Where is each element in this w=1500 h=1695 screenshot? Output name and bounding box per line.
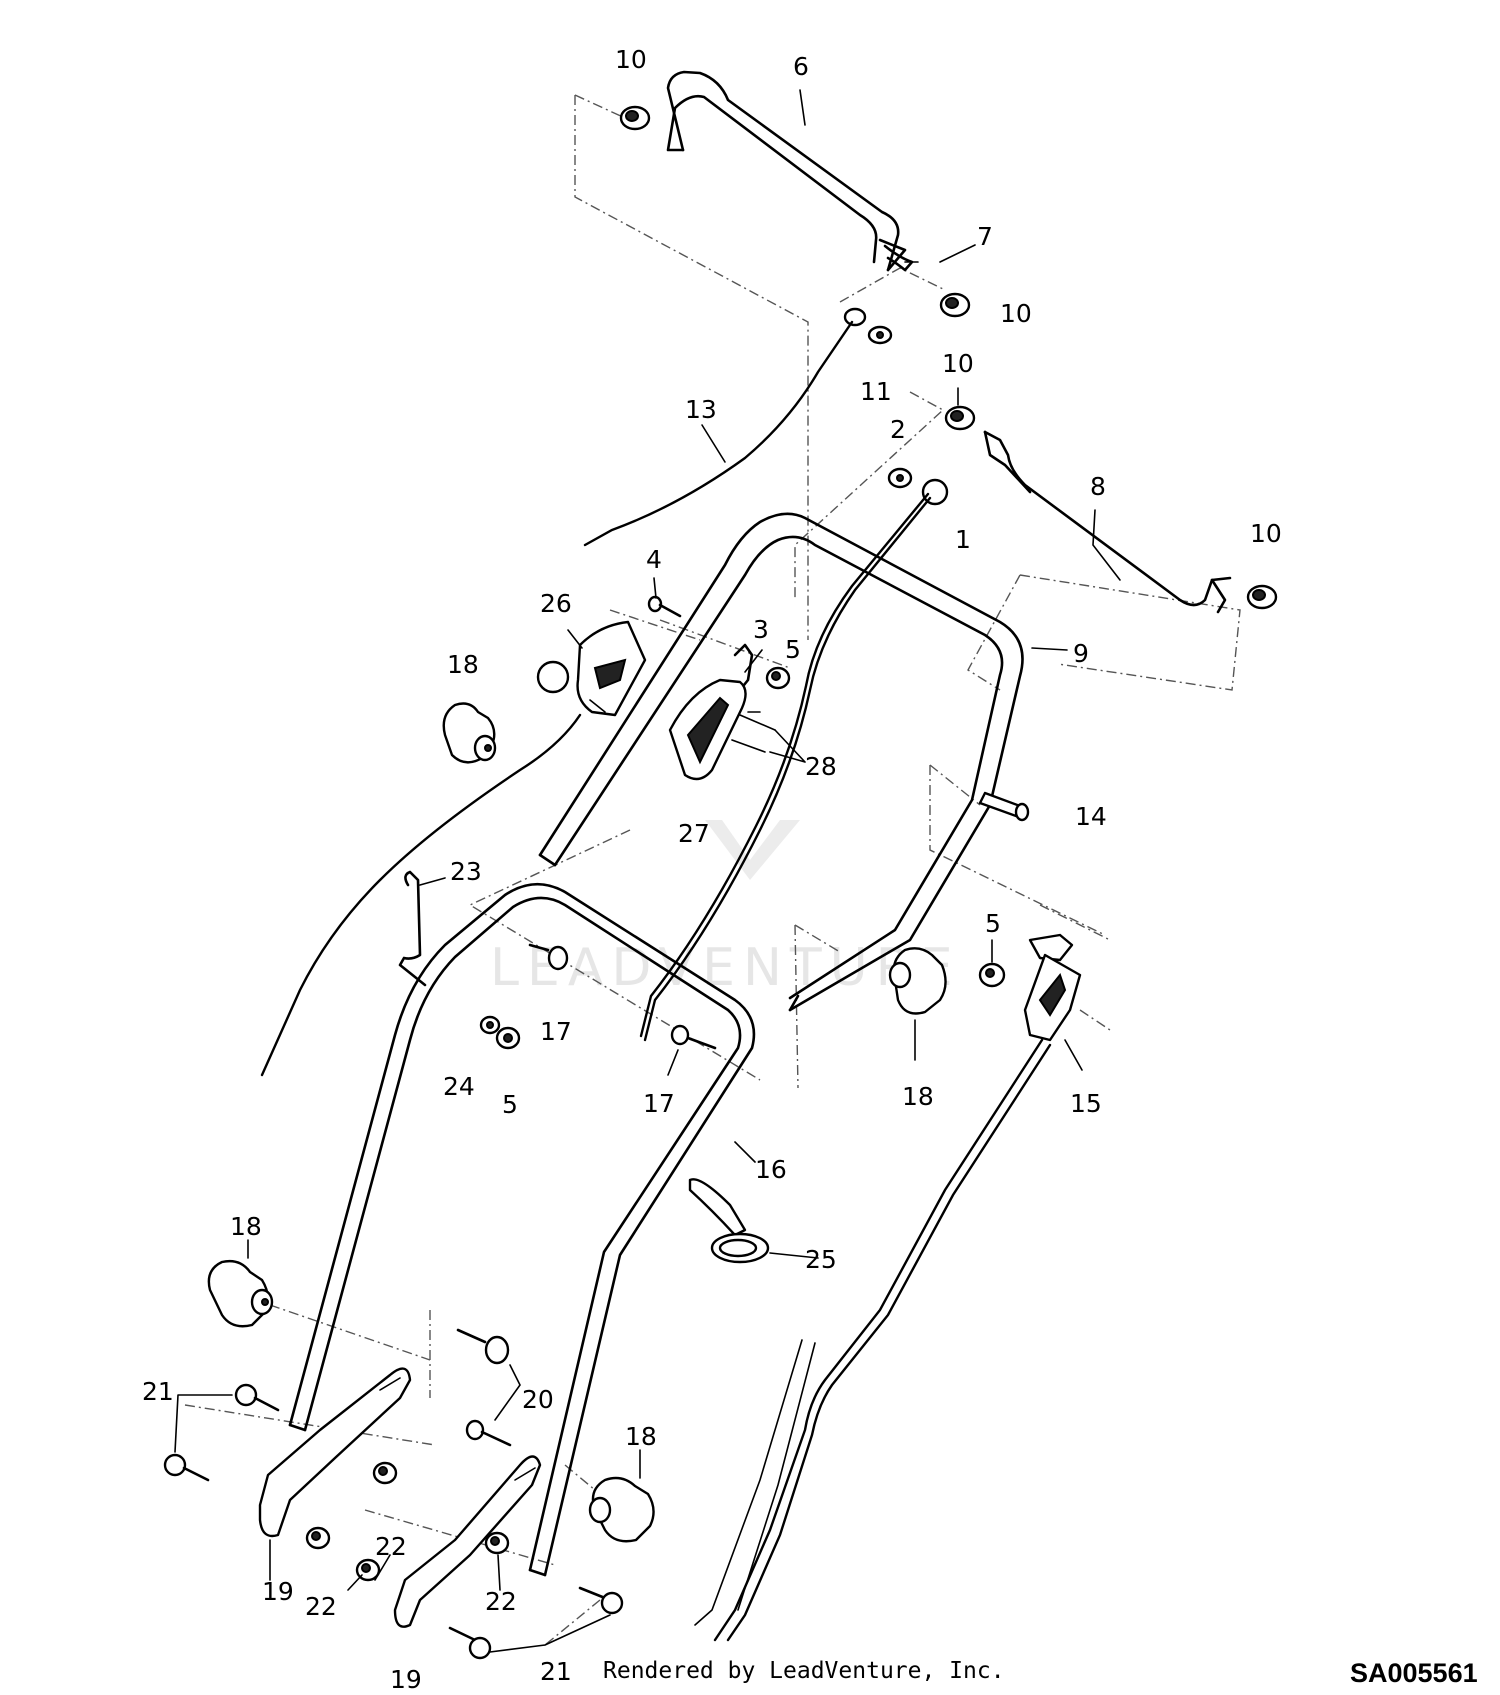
carriage-bolt-lower-mid bbox=[465, 1419, 512, 1447]
callout-8: 8 bbox=[1090, 472, 1106, 501]
bolt-lower-left-2 bbox=[163, 1453, 210, 1482]
callout-16: 16 bbox=[755, 1155, 787, 1184]
bolt-lower-right-1 bbox=[578, 1586, 624, 1615]
callout-26: 26 bbox=[540, 589, 572, 618]
callout-2: 2 bbox=[890, 415, 906, 444]
control-cable-sheath bbox=[639, 492, 930, 1038]
throttle-cable bbox=[260, 713, 582, 1077]
spring-clip bbox=[883, 244, 919, 272]
lower-handle bbox=[288, 882, 756, 1577]
callout-17-right: 17 bbox=[643, 1089, 675, 1118]
return-spring bbox=[398, 870, 427, 987]
callout-22-upper: 22 bbox=[375, 1532, 407, 1561]
bolt-lower-left-1 bbox=[234, 1383, 280, 1412]
cable-tie bbox=[688, 1178, 770, 1264]
height-bracket-right bbox=[393, 1455, 542, 1628]
watermark: LEADVENTURE bbox=[490, 820, 961, 998]
engine-control-cable-sheath bbox=[726, 1043, 1052, 1642]
nut-lower-4 bbox=[484, 1531, 510, 1555]
knob-lower-left bbox=[207, 1259, 274, 1328]
nut-upper bbox=[765, 666, 791, 690]
leader-lines bbox=[174, 89, 1121, 1653]
callout-5-right: 5 bbox=[985, 909, 1001, 938]
carriage-bolt-left bbox=[528, 943, 569, 971]
callout-22-right: 22 bbox=[485, 1587, 517, 1616]
callout-4: 4 bbox=[646, 545, 662, 574]
handle-bushing-right-upper bbox=[939, 292, 971, 318]
callout-18-right: 18 bbox=[902, 1082, 934, 1111]
housing-screws bbox=[731, 714, 776, 753]
callout-10-right-lower: 10 bbox=[1250, 519, 1282, 548]
callout-19-left: 19 bbox=[262, 1577, 294, 1606]
callout-25: 25 bbox=[805, 1245, 837, 1274]
carriage-bolt-right bbox=[670, 1024, 717, 1050]
upper-handle bbox=[538, 512, 1024, 1012]
brake-cable bbox=[583, 320, 854, 547]
control-cable bbox=[643, 496, 932, 1042]
callout-10-top: 10 bbox=[615, 45, 647, 74]
callout-9: 9 bbox=[1073, 639, 1089, 668]
callout-14: 14 bbox=[1075, 802, 1107, 831]
callout-10-right-upper: 10 bbox=[1000, 299, 1032, 328]
nut-right bbox=[978, 962, 1006, 988]
upper-bail-handle bbox=[666, 70, 907, 272]
callout-24: 24 bbox=[443, 1072, 475, 1101]
render-credit: Rendered by LeadVenture, Inc. bbox=[603, 1658, 1005, 1684]
carriage-bolt-lower-top bbox=[456, 1328, 510, 1365]
callout-labels: 10 6 7 10 10 11 2 13 8 1 10 4 26 3 5 9 1… bbox=[142, 45, 1282, 1694]
callout-23: 23 bbox=[450, 857, 482, 886]
knob-upper-left bbox=[442, 702, 497, 764]
handle-bushing-right-lower bbox=[1246, 584, 1278, 610]
callout-21-bottom: 21 bbox=[540, 1657, 572, 1686]
cable-end-strands bbox=[694, 1339, 816, 1626]
callout-20: 20 bbox=[522, 1385, 554, 1414]
bolt-right bbox=[978, 791, 1030, 822]
handle-bushing-middle bbox=[944, 405, 976, 431]
nut-left bbox=[495, 1026, 521, 1050]
nut-lower-2 bbox=[305, 1526, 331, 1550]
callout-18-lower-left: 18 bbox=[230, 1212, 262, 1241]
callout-15: 15 bbox=[1070, 1089, 1102, 1118]
nut-lower-1 bbox=[372, 1461, 398, 1485]
figure-code: SA005561 bbox=[1350, 1658, 1478, 1688]
callout-27: 27 bbox=[678, 819, 710, 848]
callout-5-top: 5 bbox=[785, 635, 801, 664]
callout-17-left: 17 bbox=[540, 1017, 572, 1046]
bolt-lower-right-2 bbox=[448, 1626, 492, 1660]
washer-left bbox=[479, 1015, 501, 1035]
callout-6: 6 bbox=[793, 52, 809, 81]
height-bracket-left bbox=[258, 1367, 412, 1538]
callout-22-left: 22 bbox=[305, 1592, 337, 1621]
callout-19-bottom: 19 bbox=[390, 1665, 422, 1694]
callout-13: 13 bbox=[685, 395, 717, 424]
cable-eyelet-upper bbox=[843, 307, 893, 345]
knob-right-middle bbox=[888, 947, 947, 1015]
screw-upper bbox=[647, 595, 682, 618]
throttle-control bbox=[536, 620, 647, 717]
knob-lower-right bbox=[588, 1476, 655, 1543]
lower-bail-rod bbox=[983, 430, 1232, 614]
cable-washer bbox=[887, 467, 913, 489]
engine-control-cable bbox=[713, 1038, 1044, 1642]
callout-18-upper: 18 bbox=[447, 650, 479, 679]
callout-11: 11 bbox=[860, 377, 892, 406]
callout-10-middle: 10 bbox=[942, 349, 974, 378]
bail-control-housing bbox=[668, 678, 761, 781]
cable-clip bbox=[733, 643, 754, 692]
callout-28: 28 bbox=[805, 752, 837, 781]
alignment-lines bbox=[184, 94, 1241, 1646]
callout-5-left: 5 bbox=[502, 1090, 518, 1119]
handle-bushing-top bbox=[619, 105, 651, 131]
callout-3: 3 bbox=[753, 615, 769, 644]
bail-lever bbox=[1023, 933, 1082, 1042]
callout-21-left: 21 bbox=[142, 1377, 174, 1406]
watermark-text: LEADVENTURE bbox=[490, 938, 961, 998]
callout-7: 7 bbox=[977, 222, 993, 251]
callout-18-lower-right: 18 bbox=[625, 1422, 657, 1451]
callout-1: 1 bbox=[955, 525, 971, 554]
